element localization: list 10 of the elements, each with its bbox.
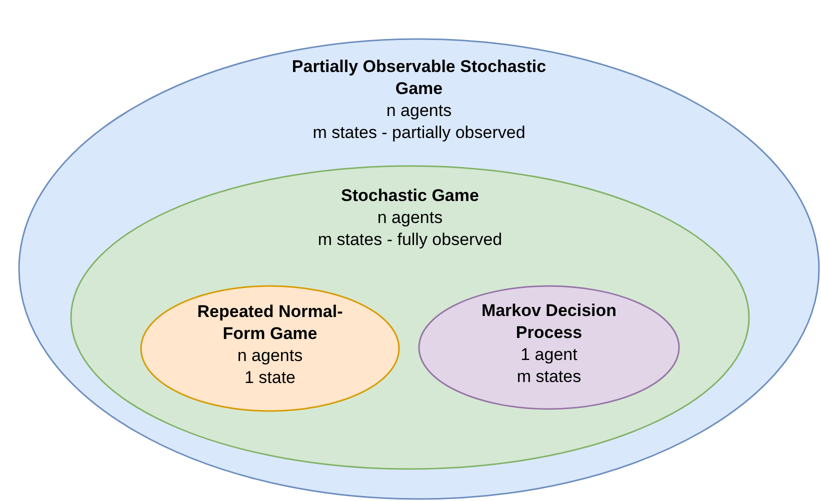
set-description: 1 state [244, 367, 296, 389]
set-description: m states - partially observed [312, 122, 526, 144]
set-description: n agents [237, 345, 303, 367]
set-title: Markov Decision Process [480, 300, 618, 344]
set-title: Stochastic Game [341, 185, 479, 207]
set-description: m states [516, 366, 582, 388]
set-description: n agents [386, 100, 452, 122]
set-description: n agents [377, 207, 443, 229]
set-description: m states - fully observed [318, 229, 502, 251]
set-description: 1 agent [520, 344, 578, 366]
